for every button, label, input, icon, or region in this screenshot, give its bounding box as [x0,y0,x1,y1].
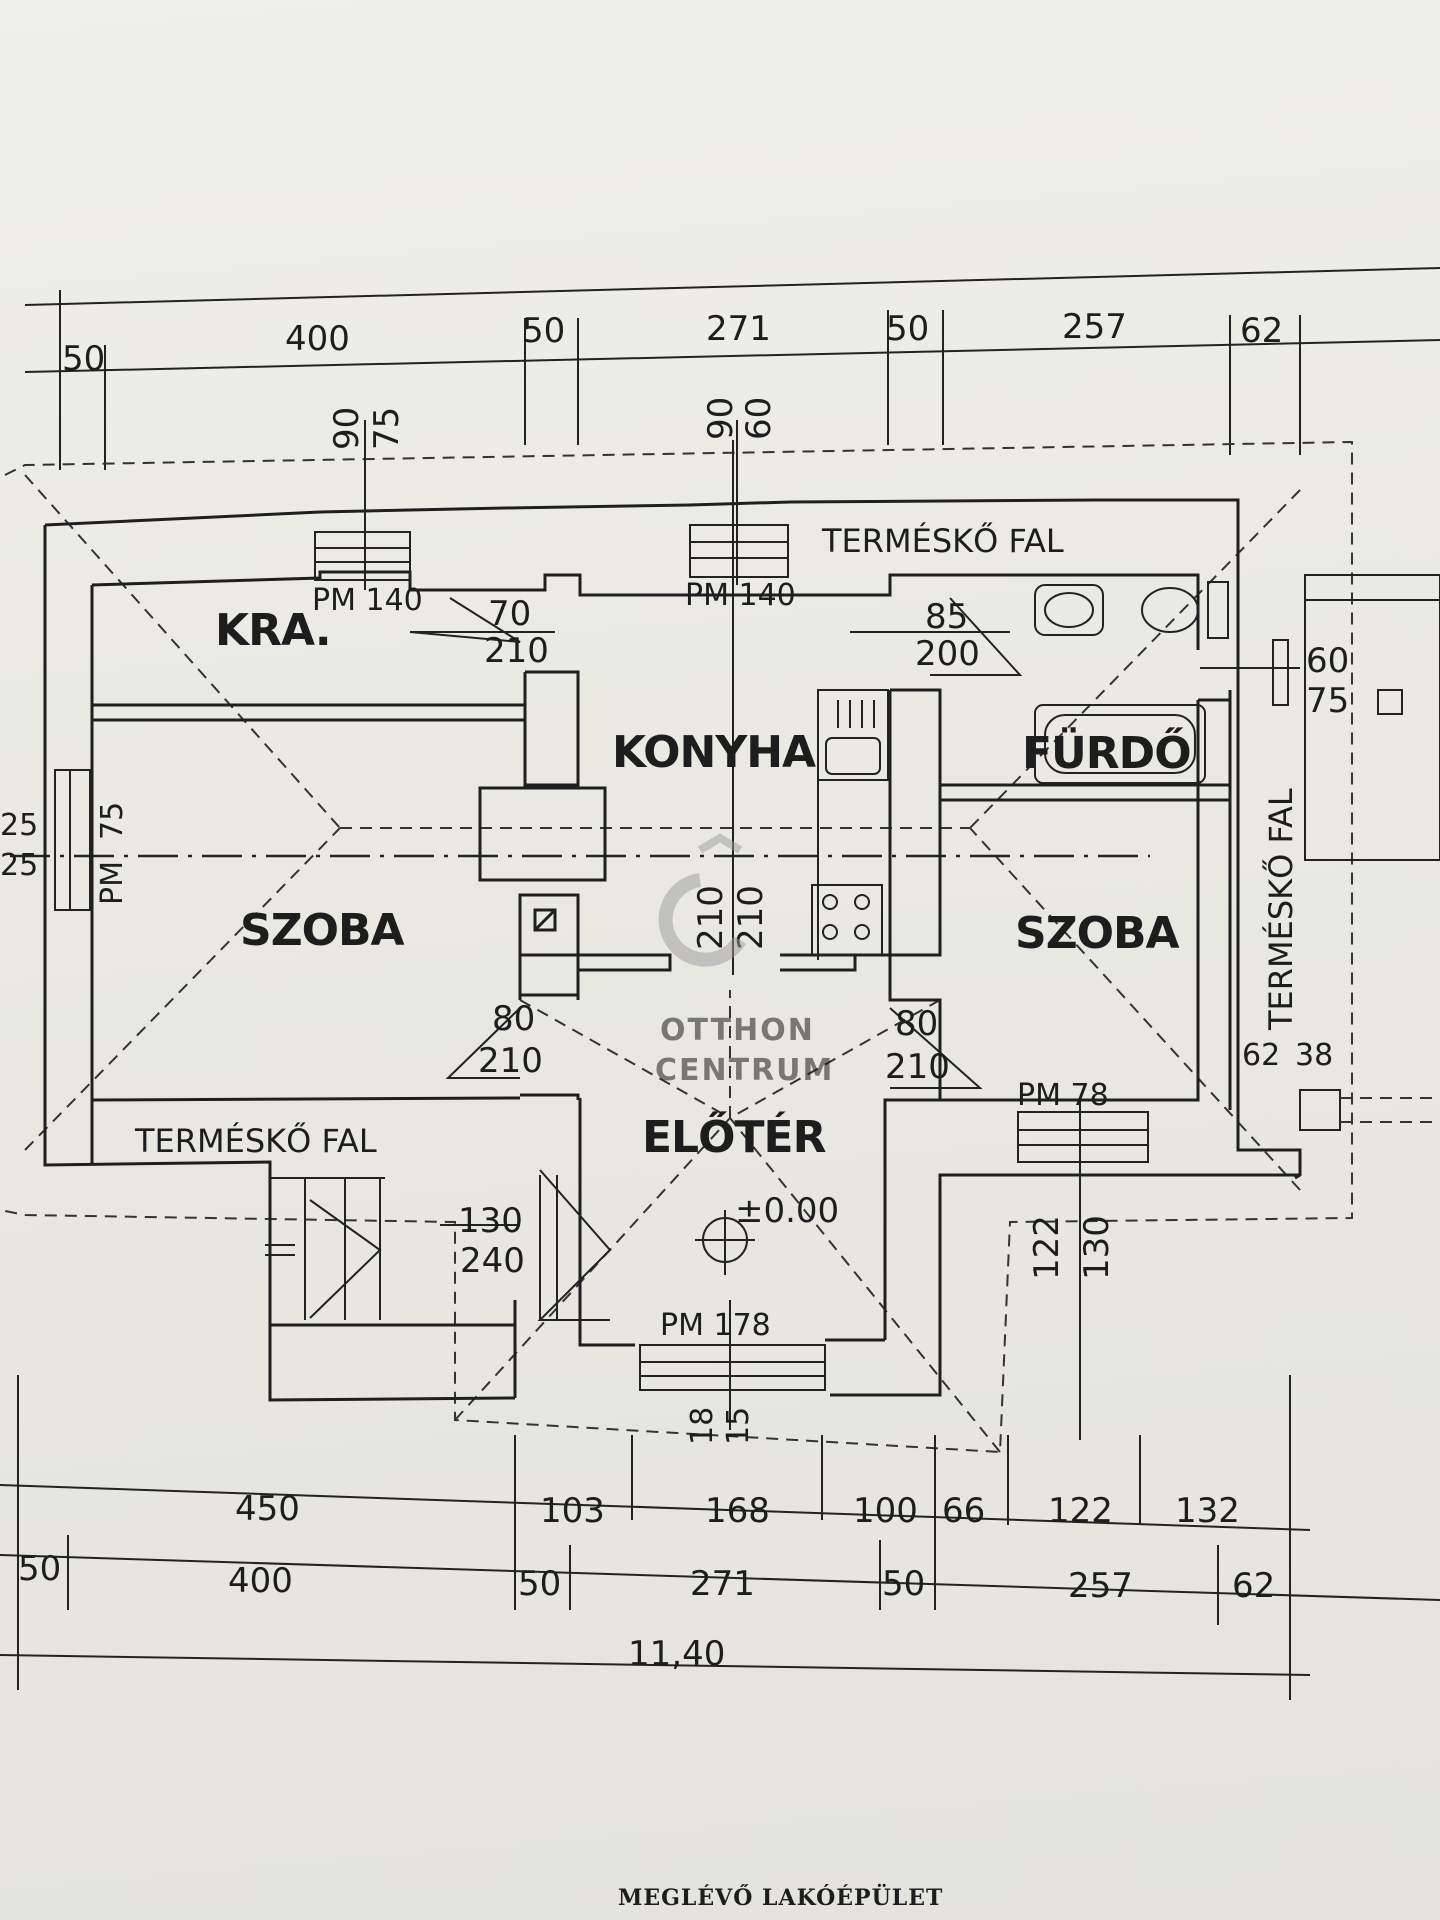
door-markers [409,597,1023,1321]
win-entry-a: 18 [685,1407,720,1445]
win-top-left-w: 90 [327,407,367,450]
windows [54,420,1300,1440]
bottom-dim-row1-6: 122 [1048,1491,1113,1531]
win-entry-b: 15 [721,1407,756,1445]
win-top-mid-w: 90 [701,397,741,440]
top-dim-5: 50 [886,309,929,349]
win-top-mid-pm: PM 140 [685,578,796,613]
top-dim-1: 50 [62,339,105,379]
bathroom-fixtures [1034,581,1229,784]
exterior-walls [43,498,1302,1402]
konyha-opening-a: 210 [691,885,731,950]
door-right-room-h: 210 [885,1047,950,1087]
win-left-b: 25 [0,848,38,883]
bottom-dim-row2-4: 271 [690,1564,755,1604]
win-bath-h: 75 [1306,681,1349,721]
top-dimension-lines [24,267,1440,470]
bottom-dim-row1-7: 132 [1175,1491,1240,1531]
room-szoba-right: SZOBA [1015,908,1180,959]
room-eloter: ELŐTÉR [642,1110,826,1163]
win-right-side-b: 38 [1295,1038,1333,1073]
bottom-dim-row1-2: 103 [540,1491,605,1531]
win-entry-pm: PM 178 [660,1308,771,1343]
wall-label-right: TERMÉSKŐ FAL [1261,788,1300,1031]
win-right-room-pm: PM 78 [1017,1078,1109,1113]
door-kra-h: 210 [484,631,549,671]
win-left-h: 75 [95,802,130,840]
win-top-mid-h: 60 [739,397,779,440]
wall-label-top: TERMÉSKŐ FAL [821,521,1064,560]
bottom-dim-row2-1: 50 [18,1549,61,1589]
level-marker [695,1210,755,1275]
wall-labels: TERMÉSKŐ FAL TERMÉSKŐ FAL TERMÉSKŐ FAL [134,521,1300,1160]
door-furdo-w: 85 [925,597,968,637]
bottom-dim-total: 11,40 [628,1634,725,1674]
win-right-side-a: 62 [1242,1038,1280,1073]
room-konyha: KONYHA [612,727,816,778]
bottom-dim-row1-3: 168 [705,1491,770,1531]
stairs [265,1177,385,1320]
door-kra-w: 70 [488,594,531,634]
bottom-dimension-labels: 450 103 168 100 66 122 132 50 400 50 271… [18,1489,1275,1674]
door-stair-h: 240 [460,1241,525,1281]
top-dim-6: 257 [1062,307,1127,347]
top-dim-7: 62 [1240,311,1283,351]
interior-walls [92,670,1230,1100]
bottom-dim-row1-1: 450 [235,1489,300,1529]
level-value: ±0.00 [735,1191,839,1231]
bottom-dim-row2-3: 50 [518,1564,561,1604]
bottom-dim-row2-6: 257 [1068,1566,1133,1606]
drawing-title: MEGLÉVŐ LAKÓÉPÜLET [618,1883,943,1911]
bottom-dim-row2-7: 62 [1232,1566,1275,1606]
room-szoba-left: SZOBA [240,905,405,956]
bottom-dim-row1-4: 100 [853,1491,918,1531]
top-dim-3: 50 [522,311,565,351]
room-labels: KRA. KONYHA FÜRDŐ SZOBA SZOBA ELŐTÉR [215,605,1192,1163]
win-bath-w: 60 [1306,641,1349,681]
roof-outline [0,440,1353,1454]
room-kra: KRA. [215,605,331,656]
watermark-line2: CENTRUM [655,1053,834,1088]
right-vertical-a: 122 [1027,1215,1067,1280]
door-furdo-h: 200 [915,634,980,674]
watermark-line1: OTTHON [660,1013,815,1048]
room-furdo: FÜRDŐ [1022,726,1191,779]
win-top-left-pm: PM 140 [312,583,423,618]
win-left-pm: PM [95,861,130,905]
bottom-dim-row2-5: 50 [882,1564,925,1604]
watermark: OTTHON CENTRUM [655,833,834,1088]
bottom-dimension-lines [0,1375,1440,1700]
right-vertical-b: 130 [1077,1215,1117,1280]
door-left-room-w: 80 [492,999,535,1039]
bottom-dim-row1-5: 66 [942,1491,985,1531]
win-top-left-h: 75 [367,407,407,450]
door-stair-w: 130 [458,1201,523,1241]
kitchen-fixtures [811,689,889,960]
door-right-room-w: 80 [895,1004,938,1044]
win-left-a: 25 [0,808,38,843]
door-left-room-h: 210 [478,1041,543,1081]
opening-labels: 90 75 PM 140 90 60 PM 140 70 210 85 200 … [0,397,1349,1445]
outbuilding [1299,574,1440,1131]
top-dimension-labels: 50 400 50 271 50 257 62 [62,307,1283,379]
top-dim-2: 400 [285,319,350,359]
wall-label-left: TERMÉSKŐ FAL [134,1121,377,1160]
top-dim-4: 271 [706,309,771,349]
bottom-dim-row2-2: 400 [228,1561,293,1601]
